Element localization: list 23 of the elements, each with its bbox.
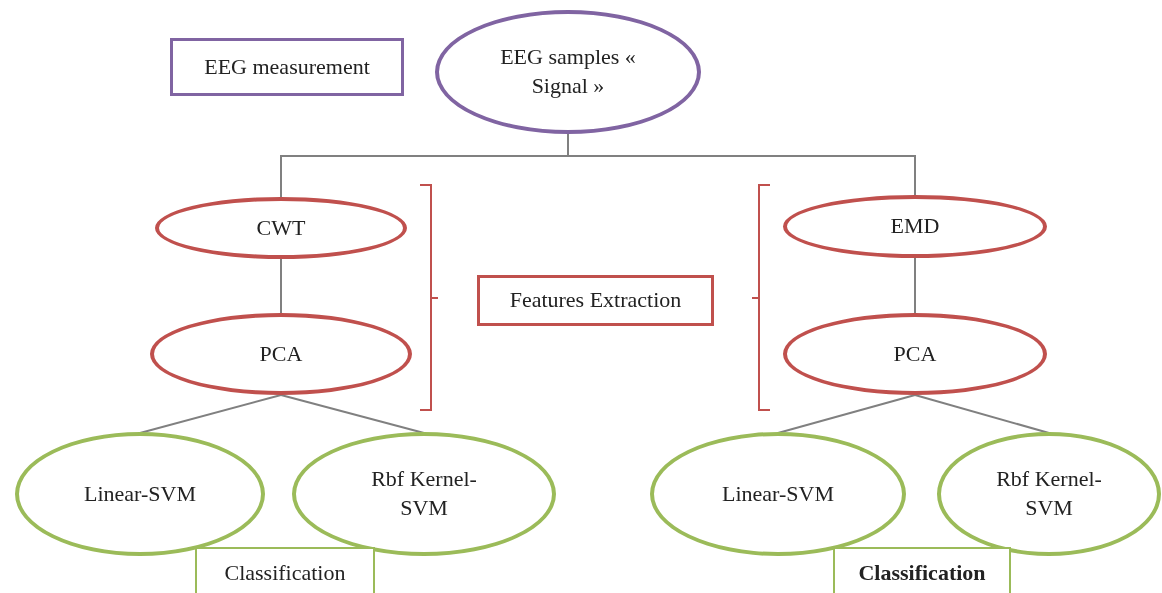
connector-line [914, 257, 916, 314]
node-label: Features Extraction [509, 286, 682, 315]
node-label: Rbf Kernel-SVM [995, 465, 1103, 522]
node-label: PCA [893, 339, 937, 368]
node-label: PCA [259, 339, 303, 368]
node-label: EMD [890, 212, 940, 241]
node-label: Classification [224, 559, 346, 587]
connector-line [280, 394, 425, 434]
connector-line [777, 394, 916, 434]
label-box [170, 38, 404, 96]
node-label: CWT [256, 213, 306, 242]
connector-line [914, 394, 1050, 434]
node-label: Rbf Kernel-SVM [370, 465, 478, 522]
node-label: EEG measurement [204, 52, 370, 81]
label-box [477, 275, 714, 326]
label-box [833, 547, 1011, 593]
node-label: Linear-SVM [84, 479, 196, 508]
label-box [195, 547, 375, 593]
node-label: Linear-SVM [722, 479, 834, 508]
node-label: EEG samples « Signal » [499, 43, 637, 100]
node-label: Classification [858, 559, 986, 587]
connector-line [280, 258, 282, 314]
connector-line [139, 394, 282, 434]
